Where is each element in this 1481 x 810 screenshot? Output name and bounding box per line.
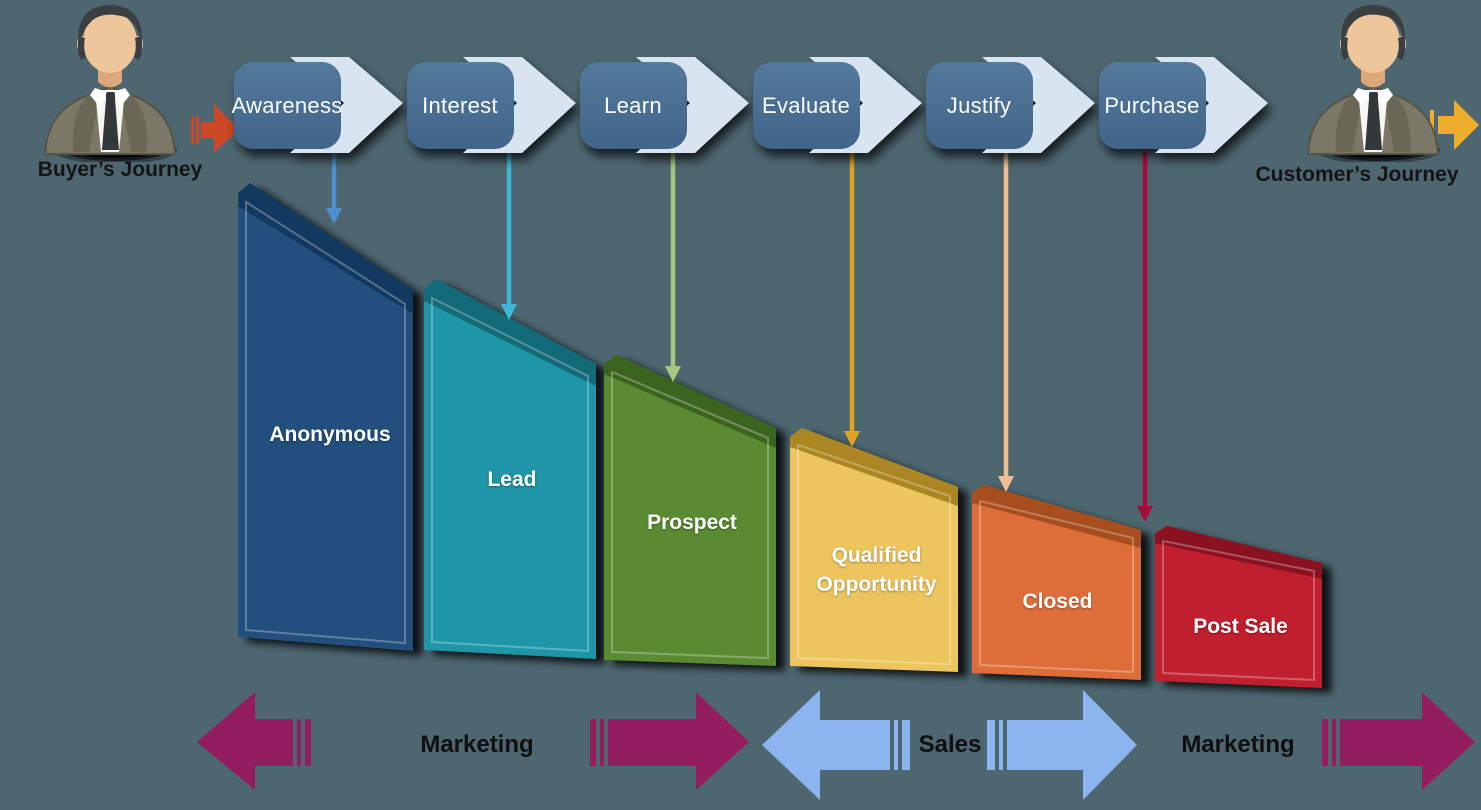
- buyer-avatar: [43, 5, 177, 162]
- journey-step-interest-chevron: [407, 57, 576, 153]
- journey-step-justify-chevron: [926, 57, 1095, 153]
- marketing-right-arrow-end: [1322, 692, 1475, 790]
- journey-step-awareness-chevron: [234, 57, 403, 153]
- sales-left-arrow: [762, 690, 910, 800]
- marketing-right-arrow-mid: [590, 692, 749, 790]
- marketing-left-label: Marketing: [420, 731, 534, 758]
- journey-step-learn-chevron: [580, 57, 749, 153]
- drop-arrow-awareness: [326, 152, 342, 224]
- funnel-stage-closed-panel: [972, 485, 1141, 680]
- journey-step-justify-label: Justify: [946, 92, 1012, 118]
- funnel-stage-anonymous-label: Anonymous: [269, 423, 391, 447]
- journey-step-interest-label: Interest: [422, 92, 498, 118]
- sales-label: Sales: [918, 731, 982, 758]
- customer-avatar: [1306, 5, 1440, 162]
- drop-arrow-purchase: [1137, 152, 1153, 522]
- journey-step-learn-label: Learn: [604, 92, 662, 118]
- funnel-stage-closed-top-bevel: [972, 485, 1141, 548]
- funnel-stage-prospect-top-bevel: [604, 355, 776, 448]
- journey-step-purchase-label: Purchase: [1104, 92, 1200, 118]
- funnel-stage-prospect-panel: [604, 355, 776, 666]
- funnel-stage-anonymous-top-bevel: [238, 183, 413, 314]
- funnel-stage-qualified-opportunity-top-bevel: [790, 428, 958, 506]
- funnel-stage-prospect-label: Prospect: [647, 511, 737, 535]
- funnel-stage-post-sale-label: Post Sale: [1193, 615, 1288, 639]
- buyer-journey-label: Buyer’s Journey: [37, 158, 203, 181]
- journey-step-evaluate-chevron: [753, 57, 922, 153]
- marketing-right-label: Marketing: [1181, 731, 1295, 758]
- funnel-stage-post-sale-panel: [1155, 526, 1322, 688]
- drop-arrow-learn: [665, 152, 681, 382]
- marketing-left-arrow: [197, 692, 311, 790]
- funnel-stage-post-sale-top-bevel: [1155, 526, 1322, 579]
- funnel-stage-closed-label: Closed: [1022, 590, 1093, 614]
- journey-step-purchase-chevron: [1099, 57, 1268, 153]
- journey-step-evaluate-label: Evaluate: [761, 92, 850, 118]
- funnel-stage-anonymous-panel: [238, 183, 413, 651]
- funnel-stage-qualified-opportunity-panel: [790, 428, 958, 672]
- sales-right-arrow: [987, 690, 1137, 800]
- funnel-stage-qualified-opportunity-label: Qualified Opportunity: [816, 543, 937, 596]
- funnel-stage-lead-top-bevel: [424, 279, 596, 386]
- funnel-stage-lead-label: Lead: [487, 468, 537, 492]
- drop-arrow-justify: [998, 152, 1014, 492]
- buyer-entry-arrow-icon: [191, 104, 239, 152]
- drop-arrow-evaluate: [844, 152, 860, 447]
- funnel-stage-lead-panel: [424, 279, 596, 659]
- drop-arrow-interest: [501, 152, 517, 320]
- customer-journey-label: Customer’s Journey: [1255, 163, 1459, 186]
- journey-step-awareness-label: Awareness: [231, 92, 343, 118]
